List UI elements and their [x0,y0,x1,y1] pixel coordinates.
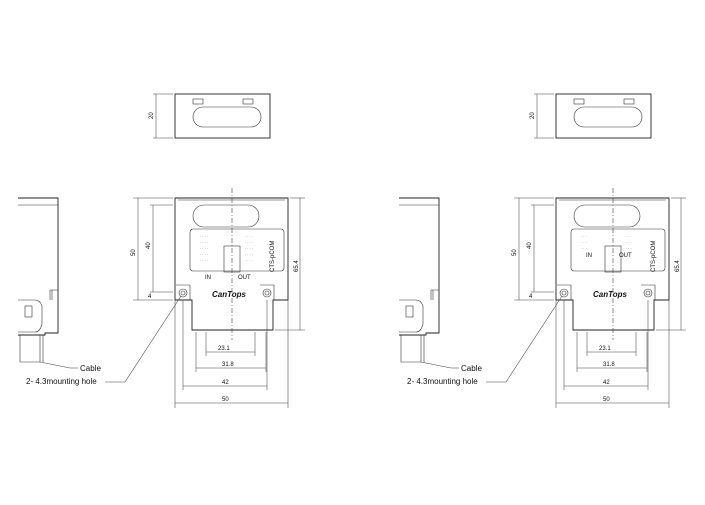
front-view-right: . . . . . . . . . . . . . . . . . . IN O… [407,188,686,408]
dim-4-right: 4 [529,294,533,300]
svg-text:. . . .: . . . . [245,233,253,238]
svg-text:. . . .: . . . . [200,251,208,256]
cable-label: Cable [80,364,101,373]
svg-text:. . . .: . . . . [245,239,253,244]
top-view-left: 20 [149,93,271,139]
dim-42: 42 [222,380,229,386]
svg-text:. . . .: . . . . [200,233,208,238]
brand-label: CanTops [212,290,246,299]
dim-50-right: 50 [603,397,610,403]
dim-50-left-right: 50 [512,249,518,256]
cable-label-right: Cable [461,364,482,373]
out-label: OUT [238,275,251,281]
dim-65: 65.4 [294,260,300,272]
in-label: IN [205,275,211,281]
front-view-left: . . . . . . . . . . . . . . . . . . . . … [26,188,305,408]
dim-50-left: 50 [131,249,137,256]
svg-text:. . .: . . . [626,245,632,250]
svg-text:. . .: . . . [626,239,632,244]
svg-text:. . .: . . . [626,233,632,238]
svg-text:. . .: . . . [581,245,587,250]
svg-text:. . .: . . . [581,239,587,244]
dim-40-right: 40 [527,242,533,249]
svg-text:. . . .: . . . . [200,245,208,250]
dim-42-right: 42 [603,380,610,386]
model-label-right: CTS-pCOM [651,241,657,272]
drawing-right: 20 Cable . . . . . . . . . . . . . . . [399,93,686,408]
svg-text:. . .: . . . [581,233,587,238]
drawing-left: 20 Cable . . . . . . . . . . . . [18,93,305,408]
dim-top-height: 20 [149,112,155,119]
dim-31: 31.8 [222,362,234,368]
svg-text:. . . .: . . . . [245,257,253,262]
svg-text:. . . .: . . . . [200,257,208,262]
in-label-right: IN [586,253,592,259]
side-view-right: Cable [399,197,482,373]
dim-50: 50 [222,397,229,403]
dim-top-height-right: 20 [530,112,536,119]
brand-label-right: CanTops [593,290,627,299]
mounting-hole-label: 2- 4.3mounting hole [26,377,97,386]
side-view-left: Cable [18,197,101,373]
svg-text:. . . .: . . . . [245,245,253,250]
dim-23-right: 23.1 [599,346,611,352]
out-label-right: OUT [619,253,632,259]
dim-23: 23.1 [218,346,230,352]
svg-text:. . . .: . . . . [245,251,253,256]
dim-40: 40 [146,242,152,249]
dim-31-right: 31.8 [603,362,615,368]
top-view-right: 20 [530,93,652,139]
model-label: CTS-pCOM [270,241,276,272]
dim-65-right: 65.4 [675,260,681,272]
dim-4: 4 [148,294,152,300]
mounting-hole-label-right: 2- 4.3mounting hole [407,377,478,386]
svg-text:. . . .: . . . . [200,239,208,244]
